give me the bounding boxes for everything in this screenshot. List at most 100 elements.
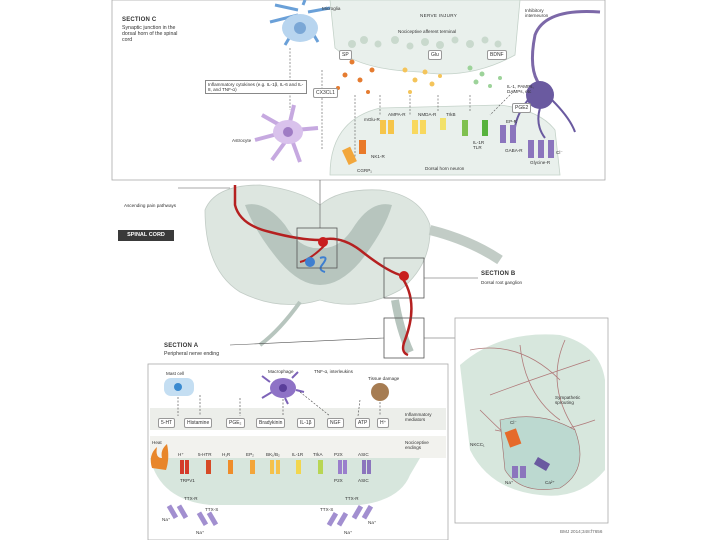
section-b-frame — [454, 317, 609, 524]
na-label-2: Na⁺ — [196, 530, 205, 535]
receptor-label: ASIC — [358, 452, 369, 457]
nk1r-label: NK1-R — [371, 154, 385, 159]
receptor-label: EP₂ — [246, 452, 254, 457]
ampar-label: AMPA-R — [388, 112, 406, 117]
ep-r-label: EP-R — [506, 119, 517, 124]
mediator-tag: IL-1β — [297, 418, 315, 428]
trkb-label: TrkB — [446, 112, 456, 117]
ttx-r-label-1: TTX-R — [184, 496, 198, 501]
callout-lines — [178, 180, 478, 346]
astrocyte-label: Astrocyte — [232, 138, 252, 143]
nerve-ending-body — [150, 458, 420, 505]
receptor-label: H₁R — [222, 452, 231, 457]
section-a-arrows — [177, 391, 381, 417]
heat-flame — [150, 444, 169, 470]
ending-band — [150, 436, 446, 458]
asic-label: ASIC — [358, 478, 369, 483]
microglia-label: Microglia — [322, 6, 341, 11]
dorsal-neuron-label: Dorsal horn neuron — [425, 166, 465, 171]
afferent-label: Nociceptive afferent terminal — [398, 29, 457, 34]
trpv1-label: TRPV1 — [180, 478, 195, 483]
sympathetic-label: Sympathetic sprouting — [555, 395, 581, 406]
na-label-1: Na⁺ — [162, 517, 171, 522]
p2x-label: P2X — [334, 478, 343, 483]
mediators-label: Inflammatory mediators — [405, 412, 432, 423]
tissue-damage-blob — [371, 383, 389, 401]
cl-b-label: Cl⁻ — [510, 420, 517, 425]
mediator-tag: Bradykinin — [256, 418, 286, 428]
mediator-tag: 5-HT — [158, 418, 176, 428]
nkcc-label: NKCC₁ — [470, 442, 485, 447]
section-c-desc: Synaptic junction in the dorsal horn of … — [122, 25, 178, 43]
receptor-label: P2X — [334, 452, 343, 457]
cl-label: Cl⁻ — [556, 150, 563, 155]
microglia — [269, 0, 331, 46]
afferent-terminal — [329, 0, 521, 75]
interneuron — [305, 256, 327, 273]
receptor-label: TrkA — [313, 452, 323, 457]
inhibitory-label: Inhibitory interneuron — [525, 8, 549, 19]
mediator-tag: ATP — [355, 418, 371, 428]
pge2-tag: PGE2 — [512, 103, 532, 113]
receptor-label: IL-1R — [292, 452, 304, 457]
nerve-injury-label: NERVE INJURY — [420, 13, 458, 18]
receptor-label: H⁺ — [178, 452, 184, 457]
endings-label: Nociceptive endings — [405, 440, 429, 451]
ca-label: Ca²⁺ — [545, 480, 555, 485]
bdnf-tag: BDNF — [487, 50, 507, 60]
section-c-frame — [111, 0, 606, 181]
spinal-cord — [204, 184, 503, 354]
macrophage — [261, 371, 305, 405]
mediator-tag: PGE₂ — [226, 418, 245, 428]
section-a-desc: Peripheral nerve ending — [164, 351, 220, 357]
nmdar-label: NMDA-R — [418, 112, 437, 117]
inhibitory-terminal — [526, 81, 554, 109]
receptor-label: BK₁/B₂ — [266, 452, 280, 457]
mast-cell — [164, 378, 194, 396]
drg-label: Dorsal root ganglion — [481, 280, 523, 285]
neurotransmitter-dots — [336, 59, 502, 94]
receptors-top — [341, 118, 554, 165]
section-a-title: SECTION A — [164, 343, 199, 349]
peripheral-receptors — [166, 460, 374, 527]
mediator-tag: NGF — [327, 418, 344, 428]
dashed-arrows — [289, 48, 516, 160]
cgrp-label: CGRP₁ — [357, 168, 372, 173]
glycine-label: Glycine-R — [530, 160, 551, 165]
credit-text: BMJ 2014;348:f7656 — [560, 529, 603, 534]
il1r-label: IL-1R TLR — [473, 140, 485, 151]
mediator-tag: Histamine — [184, 418, 213, 428]
zoom-box-dorsal — [296, 227, 338, 269]
tissue-label: Tissue damage — [368, 376, 400, 381]
section-a-frame — [147, 363, 449, 540]
mglur-label: mGlu-R — [364, 117, 380, 122]
section-b-title: SECTION B — [481, 271, 516, 277]
ttx-s-label-2: TTX-S — [320, 507, 334, 512]
vesicles — [348, 36, 502, 50]
tnf-label: TNF-α, interleukins — [314, 369, 353, 374]
cx3cl1-tag: CX3CL1 — [313, 88, 338, 98]
cytokines-box: Inflammatory cytokines (e.g. IL-1β, IL-6… — [205, 80, 307, 94]
dorsal-horn-neuron — [329, 104, 561, 176]
heat-label: Heat — [152, 440, 162, 445]
na-label-3: Na⁺ — [344, 530, 353, 535]
sp-tag: SP — [339, 50, 352, 60]
receptor-label: 5-HTR — [198, 452, 212, 457]
mast-cell-label: Mast cell — [166, 371, 185, 376]
na-b-label: Na⁺ — [505, 480, 514, 485]
section-c-title: SECTION C — [122, 17, 157, 23]
astrocyte — [254, 104, 319, 163]
spinal-cord-tag: SPINAL CORD — [118, 230, 174, 241]
mediator-tag: H⁺ — [377, 418, 390, 428]
glu-tag: Glu — [428, 50, 442, 60]
gabaar-label: GABA-R — [505, 148, 523, 153]
macrophage-label: Macrophage — [268, 369, 294, 374]
il-damps-label: IL-1, PAMPs, DAMPs, etc — [507, 84, 534, 95]
ttx-r-label-2: TTX-R — [345, 496, 359, 501]
inhibitory-interneuron-axon — [530, 9, 601, 86]
ttx-s-label-1: TTX-S — [205, 507, 219, 512]
ascending-label: Ascending pain pathways — [124, 203, 177, 208]
nociceptive-pathway — [233, 185, 413, 357]
na-label-4: Na⁺ — [368, 520, 377, 525]
